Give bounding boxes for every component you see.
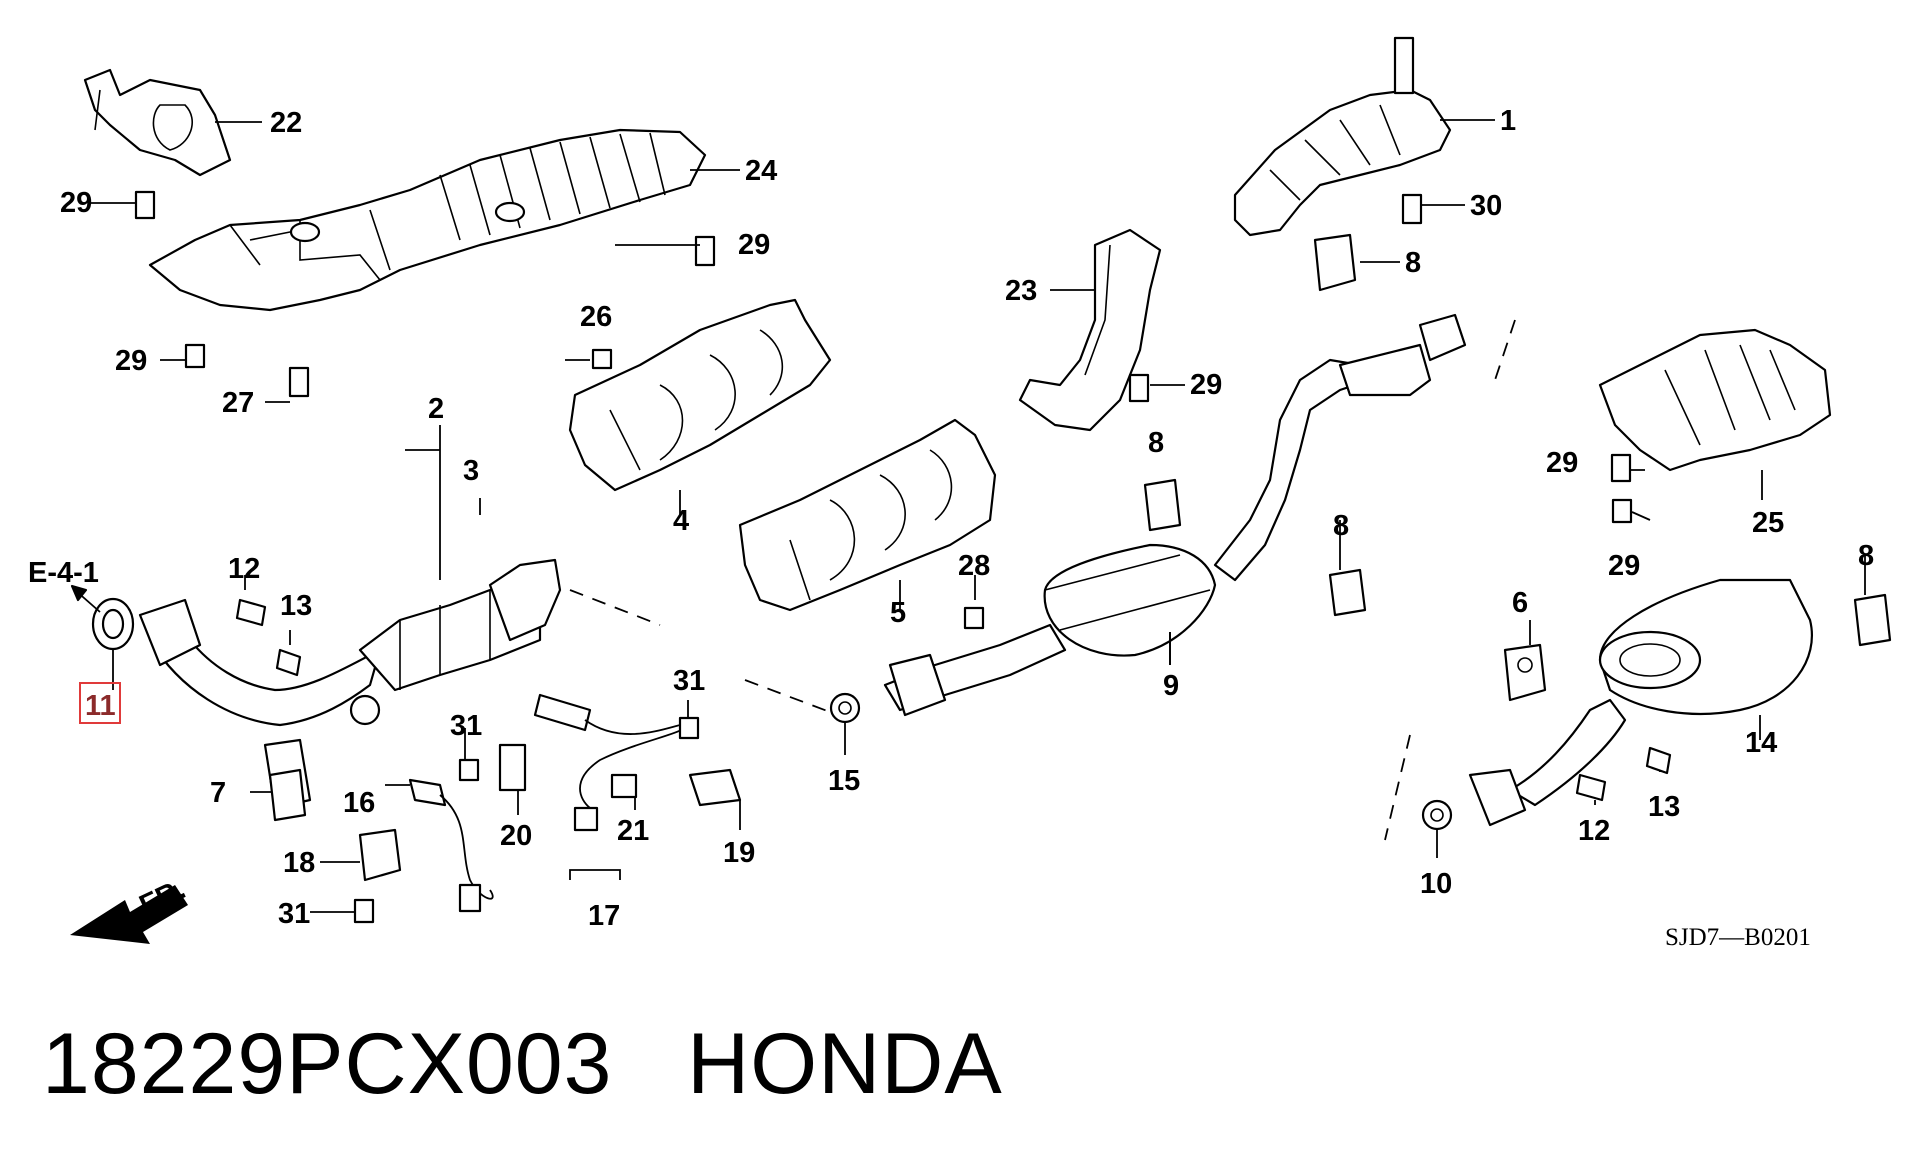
callout-29-d[interactable]: 29 bbox=[1190, 369, 1222, 401]
part-15-gasket bbox=[829, 692, 861, 724]
callout-19[interactable]: 19 bbox=[723, 837, 755, 869]
continuation-lines bbox=[569, 319, 1516, 841]
callout-25[interactable]: 25 bbox=[1752, 507, 1784, 539]
part-14-muffler bbox=[1468, 578, 1813, 827]
part-21-connector bbox=[610, 773, 638, 799]
callout-29-b[interactable]: 29 bbox=[738, 229, 770, 261]
part-5-catalyst-shield-lower bbox=[738, 418, 997, 612]
callout-8-c[interactable]: 8 bbox=[1333, 510, 1349, 542]
part-22-bracket bbox=[83, 68, 232, 177]
drawing-code: SJD7—B0201 bbox=[1665, 924, 1811, 951]
part-11-gasket bbox=[91, 597, 135, 651]
callout-30[interactable]: 30 bbox=[1470, 190, 1502, 222]
callout-29-e[interactable]: 29 bbox=[1546, 447, 1578, 479]
caption: 18229PCX003 HONDA bbox=[42, 1015, 1003, 1114]
callout-8-b[interactable]: 8 bbox=[1148, 427, 1164, 459]
callout-13-b[interactable]: 13 bbox=[1648, 791, 1680, 823]
part-1-heat-shield bbox=[1233, 36, 1452, 237]
callout-23[interactable]: 23 bbox=[1005, 275, 1037, 307]
callout-24[interactable]: 24 bbox=[745, 155, 777, 187]
callout-27[interactable]: 27 bbox=[222, 387, 254, 419]
section-reference[interactable]: E-4-1 bbox=[28, 557, 99, 589]
callout-22[interactable]: 22 bbox=[270, 107, 302, 139]
callout-26[interactable]: 26 bbox=[580, 301, 612, 333]
callout-12-b[interactable]: 12 bbox=[1578, 815, 1610, 847]
callout-4[interactable]: 4 bbox=[673, 505, 689, 537]
part-25-heat-shield bbox=[1598, 328, 1832, 472]
callout-8-d[interactable]: 8 bbox=[1858, 540, 1874, 572]
callout-14[interactable]: 14 bbox=[1745, 727, 1777, 759]
part-7-hanger bbox=[268, 768, 307, 822]
part-9-middle-pipe-muffler bbox=[883, 313, 1467, 717]
callout-5[interactable]: 5 bbox=[890, 597, 906, 629]
callout-31-b[interactable]: 31 bbox=[450, 710, 482, 742]
callout-21[interactable]: 21 bbox=[617, 815, 649, 847]
part-8-hangers bbox=[1143, 233, 1892, 647]
part-20-bracket bbox=[498, 743, 527, 792]
highlight-box bbox=[79, 682, 121, 724]
part-18-bracket bbox=[358, 828, 402, 882]
callout-28[interactable]: 28 bbox=[958, 550, 990, 582]
section-reference-arrowhead bbox=[70, 584, 88, 602]
callout-31-c[interactable]: 31 bbox=[673, 665, 705, 697]
callout-2[interactable]: 2 bbox=[428, 393, 444, 425]
callout-20[interactable]: 20 bbox=[500, 820, 532, 852]
brand-name: HONDA bbox=[687, 1016, 1003, 1112]
part-19-bracket bbox=[688, 768, 742, 807]
callout-29-a[interactable]: 29 bbox=[60, 187, 92, 219]
fasteners bbox=[134, 190, 1672, 924]
callout-13-a[interactable]: 13 bbox=[280, 590, 312, 622]
callout-1[interactable]: 1 bbox=[1500, 105, 1516, 137]
callout-31-a[interactable]: 31 bbox=[278, 898, 310, 930]
callout-10[interactable]: 10 bbox=[1420, 868, 1452, 900]
callout-9[interactable]: 9 bbox=[1163, 670, 1179, 702]
part-17-oxygen-sensor bbox=[533, 693, 685, 832]
callout-11[interactable]: 11 bbox=[85, 690, 116, 722]
callout-29-f[interactable]: 29 bbox=[1608, 550, 1640, 582]
part-23-heat-shield bbox=[1018, 228, 1162, 432]
part-2-front-pipe-converter bbox=[138, 558, 562, 810]
callout-labels[interactable]: 22 24 29 29 29 27 26 2 3 4 5 23 29 1 30 … bbox=[60, 105, 1874, 932]
leader-lines bbox=[90, 119, 1866, 913]
callout-8-a[interactable]: 8 bbox=[1405, 247, 1421, 279]
callout-6[interactable]: 6 bbox=[1512, 587, 1528, 619]
part-4-catalyst-shield-upper bbox=[568, 298, 832, 492]
callout-3[interactable]: 3 bbox=[463, 455, 479, 487]
part-6-hanger bbox=[1503, 643, 1547, 702]
callout-18[interactable]: 18 bbox=[283, 847, 315, 879]
callout-7[interactable]: 7 bbox=[210, 777, 226, 809]
callout-12-a[interactable]: 12 bbox=[228, 553, 260, 585]
part-16-oxygen-sensor bbox=[408, 778, 494, 913]
callout-16[interactable]: 16 bbox=[343, 787, 375, 819]
callout-17[interactable]: 17 bbox=[588, 900, 620, 932]
part-10-gasket bbox=[1421, 799, 1453, 831]
front-direction-arrow: FR. bbox=[70, 873, 191, 944]
callout-15[interactable]: 15 bbox=[828, 765, 860, 797]
part-24-heat-shield bbox=[148, 128, 707, 312]
callout-29-c[interactable]: 29 bbox=[115, 345, 147, 377]
part-number: 18229PCX003 bbox=[42, 1016, 613, 1112]
